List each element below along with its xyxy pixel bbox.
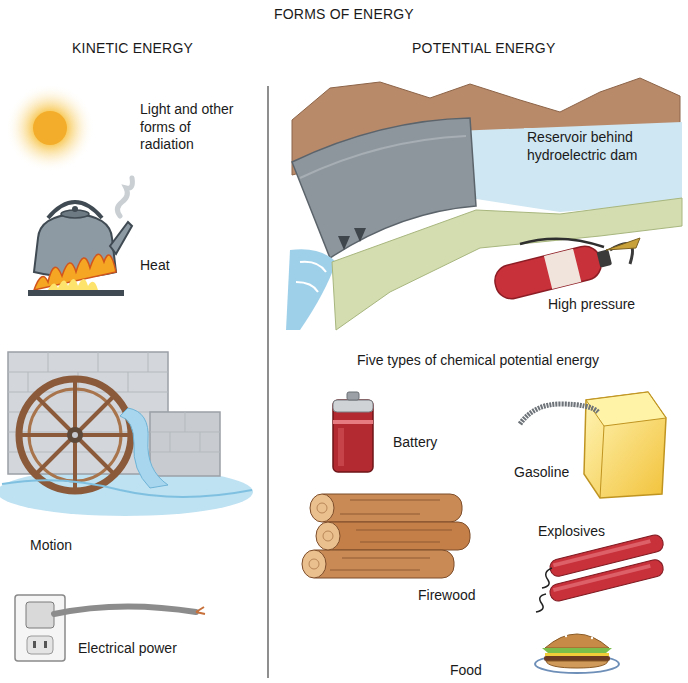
burger-icon-part — [542, 648, 612, 653]
sun-icon — [6, 84, 94, 172]
dam-scene-part — [338, 236, 350, 250]
water-wheel-scene-part — [2, 480, 252, 497]
sun-icon-part — [6, 84, 94, 172]
battery-icon — [333, 392, 373, 472]
sun-icon-part — [33, 111, 67, 145]
kettle-icon-part — [34, 254, 116, 290]
water-wheel-scene-part — [150, 412, 220, 452]
battery-icon-part — [333, 400, 373, 412]
dynamite-icon-part — [542, 533, 670, 602]
firewood-icon-part — [330, 500, 452, 570]
firewood-icon-part — [309, 559, 319, 569]
battery-icon-part — [347, 392, 359, 400]
divider-line — [267, 86, 268, 678]
gasoline-can-icon-part — [600, 426, 604, 498]
water-wheel-scene-part — [72, 432, 78, 438]
dam-scene-part — [300, 136, 466, 178]
dam-scene-part — [286, 249, 336, 330]
firewood-icon-part — [318, 522, 470, 550]
water-wheel-scene-part — [120, 408, 168, 488]
item-label: Firewood — [418, 587, 476, 605]
burger-icon-part — [591, 637, 593, 639]
water-wheel-scene-part — [67, 427, 83, 443]
item-label: Battery — [393, 434, 437, 452]
burger-icon — [535, 631, 619, 673]
energy-label: Reservoir behind hydroelectric dam — [524, 128, 668, 165]
dam-scene-part — [296, 262, 326, 292]
burger-icon-part — [546, 661, 608, 668]
battery-icon-part — [338, 428, 344, 466]
outlet-icon-part — [27, 636, 53, 654]
extinguisher-icon-part — [520, 239, 604, 247]
dynamite-icon — [536, 533, 671, 612]
kettle-icon-part — [110, 222, 132, 254]
firewood-icon — [302, 494, 470, 578]
extinguisher-icon-part — [492, 241, 615, 303]
dynamite-icon-part — [542, 568, 552, 588]
dynamite-icon-part — [548, 558, 665, 603]
energy-label: Light and other forms of radiation — [140, 101, 240, 154]
dynamite-icon-part — [553, 564, 651, 592]
energy-label: Electrical power — [78, 640, 177, 658]
extinguisher-icon-part — [492, 243, 605, 302]
firewood-icon-part — [317, 503, 327, 513]
burger-icon-part — [565, 635, 567, 637]
water-wheel-scene-part — [19, 379, 131, 491]
dynamite-icon-part — [536, 594, 546, 612]
kettle-icon — [28, 178, 132, 296]
kettle-icon-part — [48, 202, 102, 218]
outlet-icon — [15, 595, 205, 661]
outlet-icon-part — [44, 641, 47, 648]
diagram-title: FORMS OF ENERGY — [274, 6, 414, 24]
extinguisher-icon-part — [597, 249, 613, 267]
outlet-icon-part — [196, 607, 205, 614]
extinguisher-icon-part — [606, 238, 640, 250]
battery-icon-part — [333, 400, 373, 472]
kettle-icon-part — [117, 178, 132, 216]
water-wheel-scene — [0, 352, 253, 516]
firewood-icon-part — [323, 531, 333, 541]
extinguisher-icon — [492, 238, 640, 302]
gasoline-can-icon-part — [520, 404, 598, 424]
gasoline-can-icon — [520, 392, 666, 498]
column-heading: KINETIC ENERGY — [72, 40, 193, 58]
burger-icon-part — [545, 653, 609, 656]
column-heading: POTENTIAL ENERGY — [412, 40, 556, 58]
item-label: Explosives — [538, 523, 605, 541]
item-label: Food — [450, 662, 482, 680]
outlet-icon-part — [54, 606, 196, 614]
burger-icon-part — [545, 634, 609, 648]
energy-label: Motion — [30, 537, 72, 555]
burger-icon-part — [544, 656, 610, 661]
dam-scene-part — [332, 198, 682, 330]
group-heading: Five types of chemical potential energy — [357, 352, 599, 370]
battery-icon-part — [333, 420, 373, 424]
kettle-icon-part — [48, 279, 98, 290]
firewood-icon-part — [316, 522, 340, 550]
dam-scene — [286, 78, 682, 330]
burger-icon-part — [535, 655, 619, 673]
kettle-icon-part — [72, 206, 78, 212]
dynamite-icon-part — [553, 539, 651, 567]
water-wheel-scene-part — [150, 412, 220, 476]
firewood-icon-part — [302, 550, 326, 578]
item-label: Gasoline — [514, 464, 569, 482]
firewood-icon-part — [310, 494, 334, 522]
water-wheel-scene-part — [19, 379, 131, 491]
dam-scene-part — [354, 228, 366, 242]
outlet-icon-part — [15, 595, 65, 661]
kettle-icon-part — [28, 290, 124, 296]
energy-label: High pressure — [548, 296, 635, 314]
outlet-icon-part — [33, 641, 36, 648]
burger-icon-part — [579, 631, 581, 633]
extinguisher-icon-part — [544, 249, 581, 289]
outlet-icon-part — [26, 602, 54, 628]
energy-label: Heat — [140, 257, 170, 275]
